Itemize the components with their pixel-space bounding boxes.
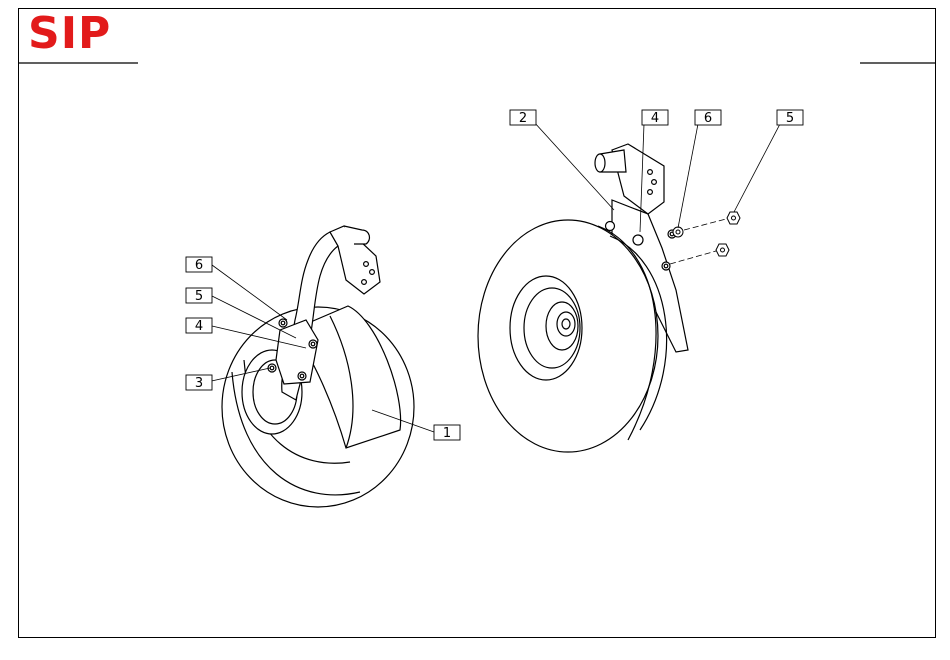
svg-text:5: 5 [195, 289, 203, 304]
callout-left-4: 4 [186, 318, 212, 334]
left-clamp-plate [276, 320, 318, 384]
left-wheel-assembly [222, 226, 414, 507]
svg-text:6: 6 [704, 111, 712, 126]
svg-text:6: 6 [195, 258, 203, 273]
callout-right-2: 2 [510, 110, 536, 126]
callout-left-5: 5 [186, 288, 212, 304]
svg-text:2: 2 [519, 111, 527, 126]
svg-text:5: 5 [786, 111, 794, 126]
callout-right-5: 5 [777, 110, 803, 126]
callout-right-6: 6 [695, 110, 721, 126]
svg-text:1: 1 [443, 426, 451, 441]
svg-text:4: 4 [651, 111, 659, 126]
svg-text:3: 3 [195, 376, 203, 391]
callout-left-6: 6 [186, 257, 212, 273]
right-wheel-assembly [478, 144, 688, 452]
callout-left-3: 3 [186, 375, 212, 391]
right-exploded-hardware [673, 212, 740, 256]
callout-right-4: 4 [642, 110, 668, 126]
svg-text:4: 4 [195, 319, 203, 334]
callout-left-1: 1 [434, 425, 460, 441]
